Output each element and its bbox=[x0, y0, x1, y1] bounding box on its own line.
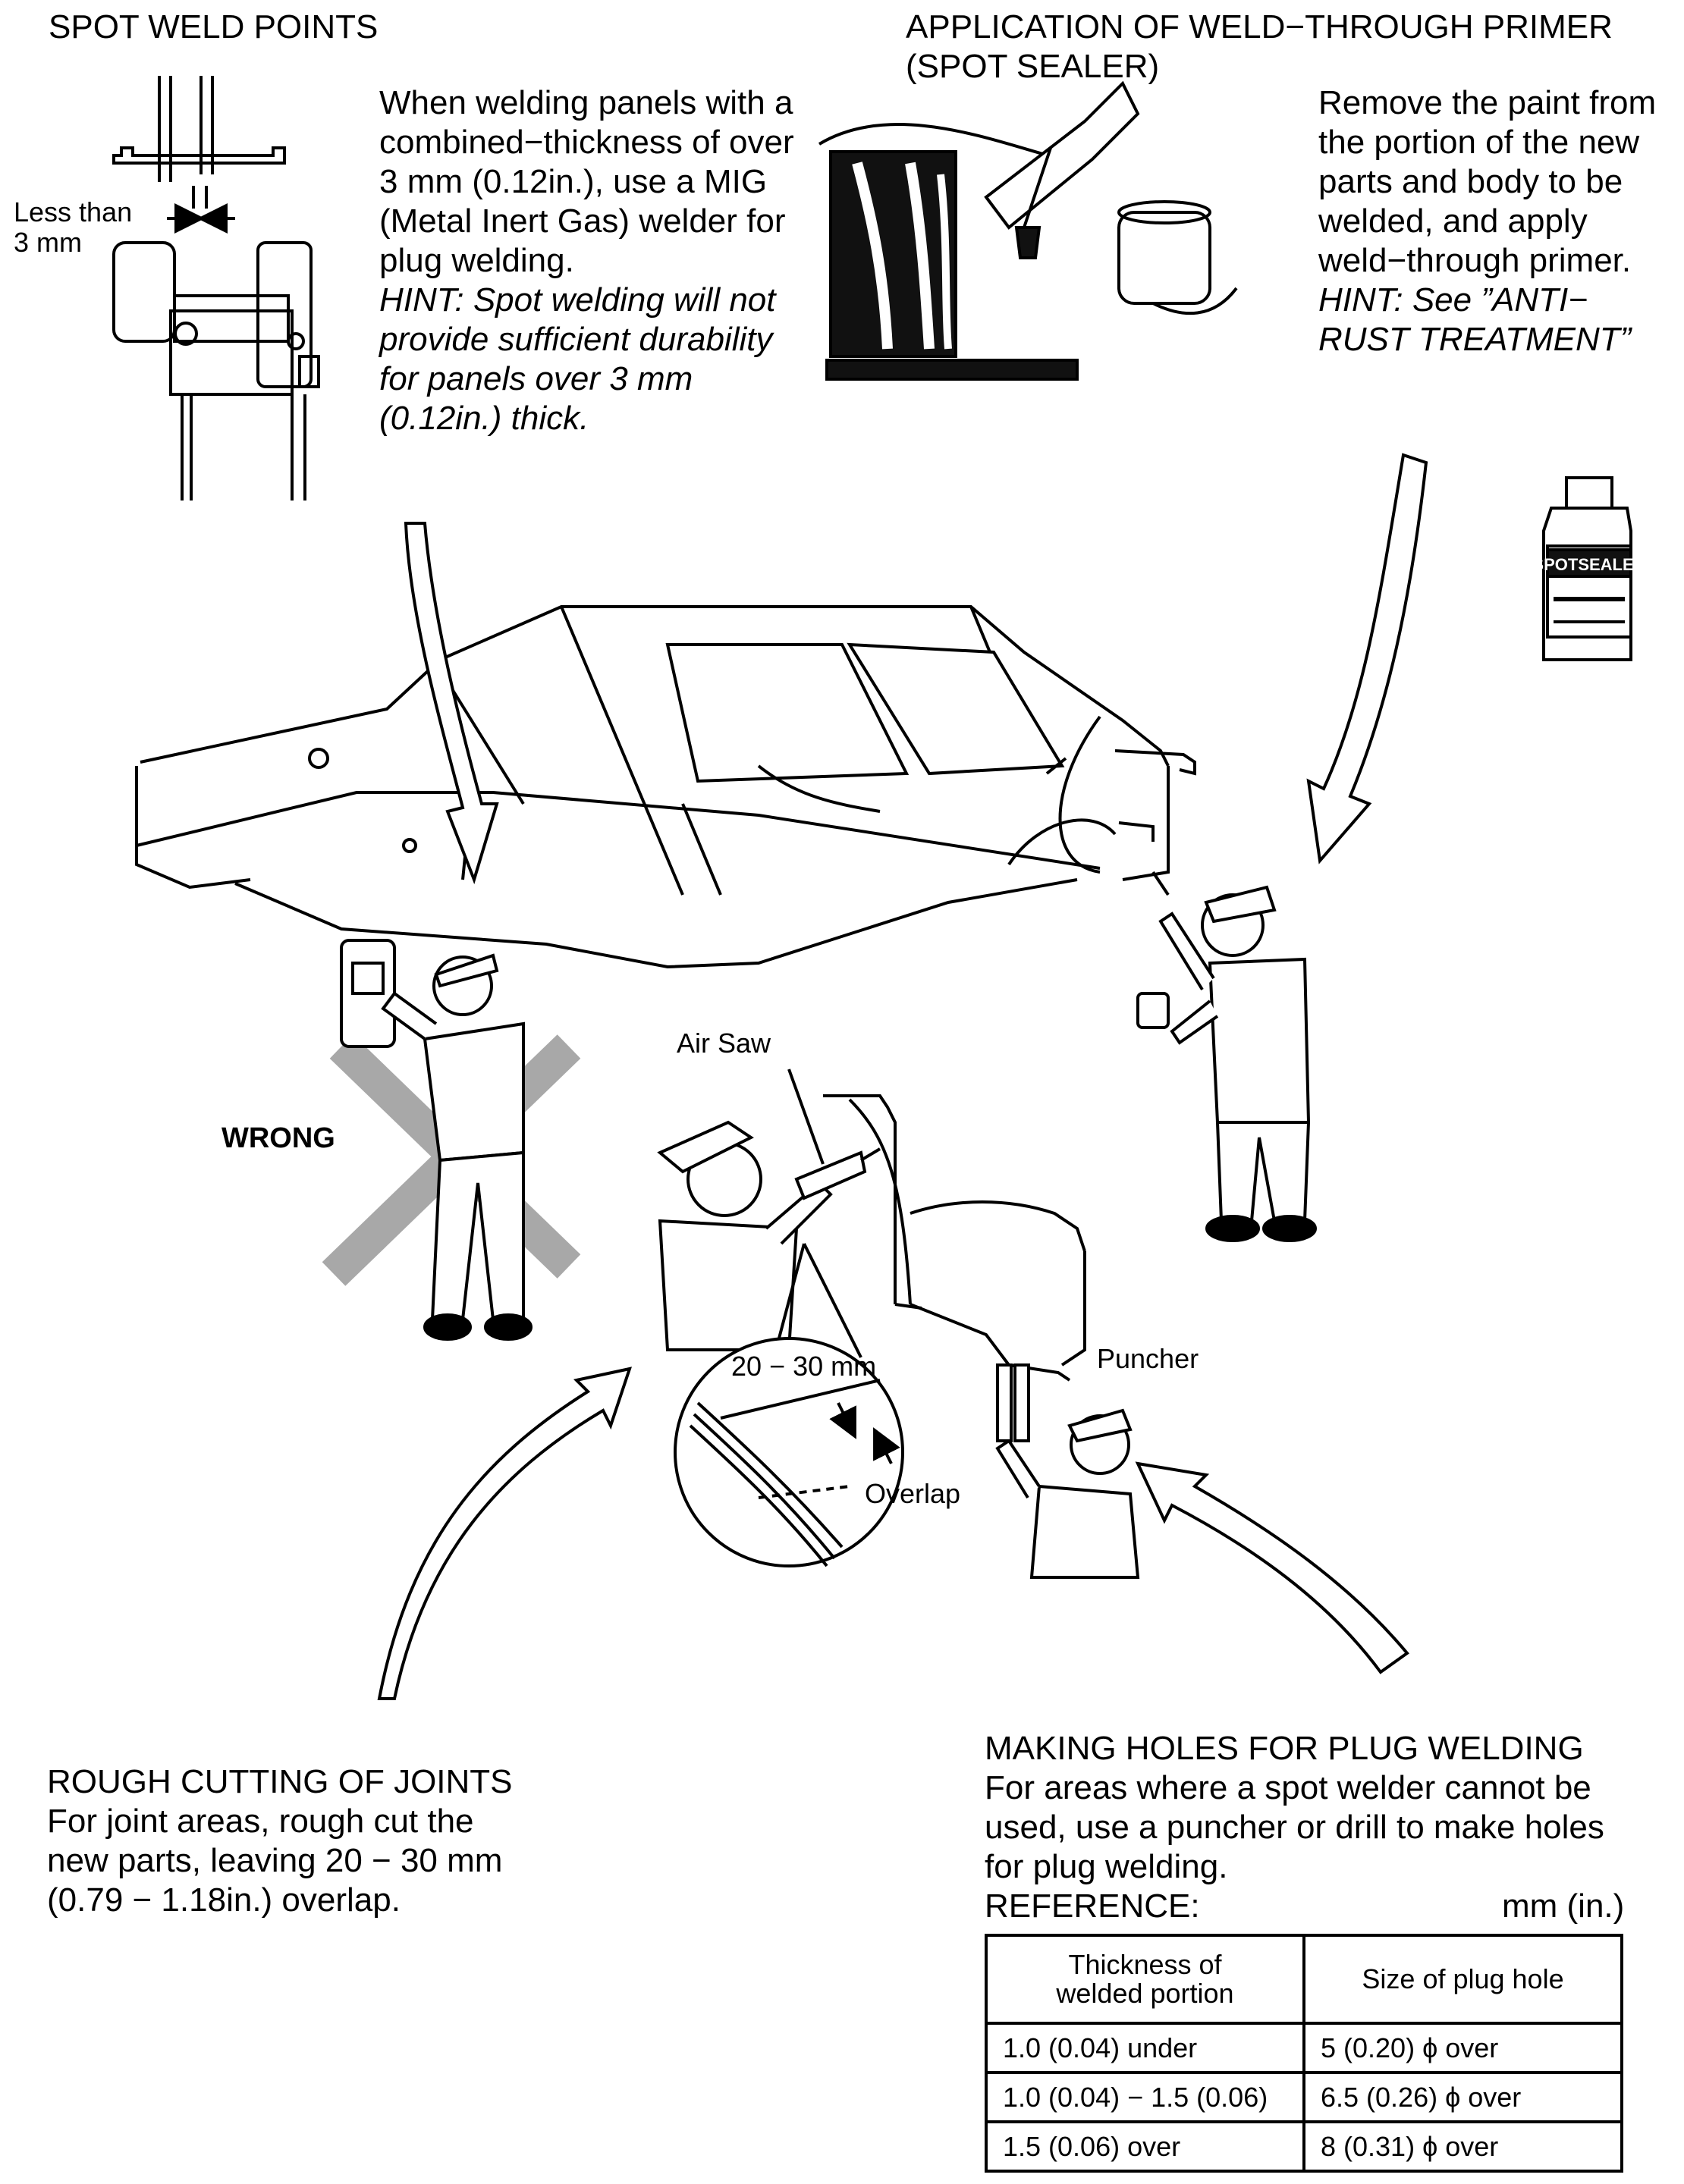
puncher-label: Puncher bbox=[1097, 1344, 1199, 1374]
spot-weld-heading: SPOT WELD POINTS bbox=[49, 8, 378, 47]
air-saw-label: Air Saw bbox=[677, 1028, 771, 1059]
spot-weld-hint: HINT: Spot welding will not provide suff… bbox=[379, 281, 776, 438]
table-cell: 1.0 (0.04) under bbox=[986, 2023, 1304, 2073]
reference-label: REFERENCE: bbox=[985, 1887, 1200, 1926]
plug-holes-heading: MAKING HOLES FOR PLUG WELDING bbox=[985, 1729, 1584, 1768]
worker-air-saw-illustration bbox=[660, 1069, 880, 1350]
rough-cut-body: For joint areas, rough cut the new parts… bbox=[47, 1802, 502, 1920]
plug-holes-body: For areas where a spot welder cannot be … bbox=[985, 1768, 1604, 1887]
table-row: 1.0 (0.04) − 1.5 (0.06) 6.5 (0.26) ϕ ove… bbox=[986, 2073, 1622, 2122]
table-cell: 1.5 (0.06) over bbox=[986, 2122, 1304, 2171]
table-cell: 1.0 (0.04) − 1.5 (0.06) bbox=[986, 2073, 1304, 2122]
table-header-thickness: Thickness of welded portion bbox=[986, 1935, 1304, 2023]
spot-weld-body: When welding panels with a combined−thic… bbox=[379, 83, 794, 281]
primer-hint: HINT: See ”ANTI− RUST TREATMENT” bbox=[1318, 281, 1631, 359]
primer-closeup-illustration bbox=[819, 83, 1236, 379]
unit-label: mm (in.) bbox=[1502, 1887, 1624, 1926]
worker-primer-illustration bbox=[1138, 872, 1315, 1241]
cut-range-label: 20 − 30 mm bbox=[731, 1351, 876, 1382]
worker-wrong-illustration bbox=[341, 940, 531, 1339]
less-than-3mm-label: Less than 3 mm bbox=[14, 197, 132, 258]
table-row: 1.0 (0.04) under 5 (0.20) ϕ over bbox=[986, 2023, 1622, 2073]
wrong-label: WRONG bbox=[221, 1122, 335, 1155]
spot-welder-illustration bbox=[114, 76, 319, 500]
table-cell: 6.5 (0.26) ϕ over bbox=[1304, 2073, 1622, 2122]
plug-hole-reference-table: Thickness of welded portion Size of plug… bbox=[985, 1934, 1623, 2173]
rough-cut-heading: ROUGH CUTTING OF JOINTS bbox=[47, 1762, 513, 1802]
worker-puncher-illustration bbox=[998, 1365, 1138, 1577]
quarter-panel-illustration bbox=[823, 1096, 1085, 1380]
primer-body: Remove the paint from the portion of the… bbox=[1318, 83, 1656, 281]
car-body-shell-illustration bbox=[137, 607, 1195, 967]
table-cell: 8 (0.31) ϕ over bbox=[1304, 2122, 1622, 2171]
svg-text:SPOTSEALER: SPOTSEALER bbox=[1532, 555, 1645, 574]
primer-heading: APPLICATION OF WELD−THROUGH PRIMER (SPOT… bbox=[906, 8, 1613, 86]
spot-sealer-bottle-icon: SPOTSEALER bbox=[1532, 478, 1645, 660]
overlap-label: Overlap bbox=[865, 1479, 960, 1509]
table-header-row: Thickness of welded portion Size of plug… bbox=[986, 1935, 1622, 2023]
table-header-hole-size: Size of plug hole bbox=[1304, 1935, 1622, 2023]
table-row: 1.5 (0.06) over 8 (0.31) ϕ over bbox=[986, 2122, 1622, 2171]
table-cell: 5 (0.20) ϕ over bbox=[1304, 2023, 1622, 2073]
